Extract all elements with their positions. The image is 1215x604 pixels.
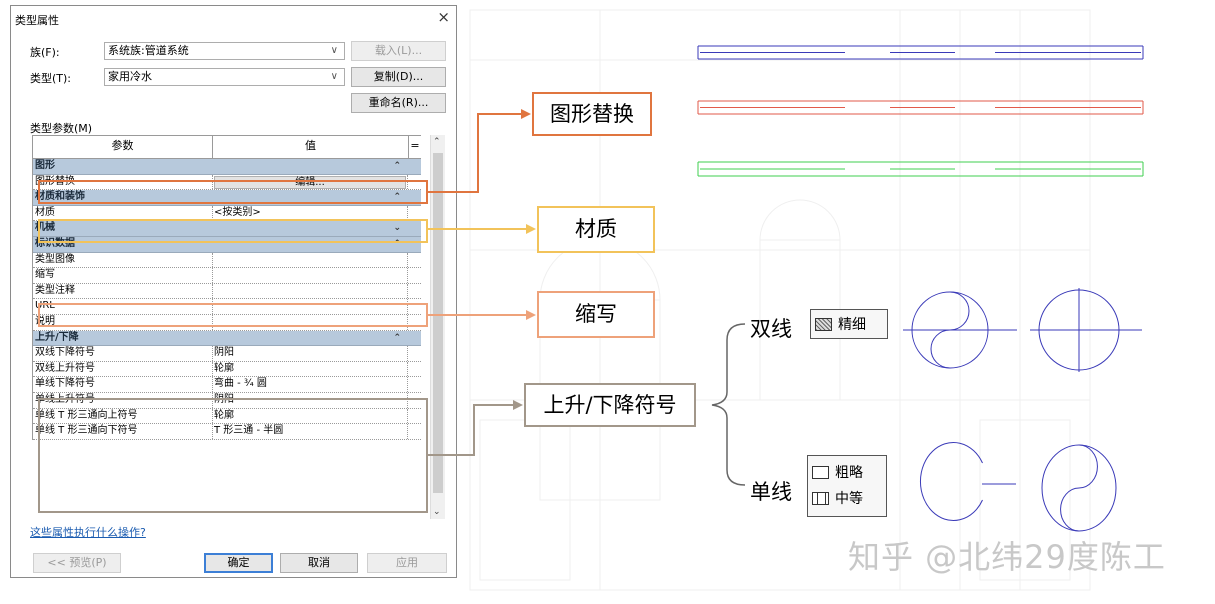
param-name: 类型图像 bbox=[35, 253, 75, 265]
type-select[interactable]: 家用冷水 ∨ bbox=[104, 68, 345, 86]
group-label: 材质和装饰 bbox=[35, 191, 85, 203]
medium-label: 中等 bbox=[835, 491, 863, 507]
row-type-image[interactable]: 类型图像 bbox=[33, 252, 421, 269]
param-name: 单线上升符号 bbox=[35, 393, 95, 405]
param-value[interactable]: 阴阳 bbox=[214, 347, 234, 359]
row-graphic-override[interactable]: 图形替换 编辑... bbox=[33, 174, 421, 191]
apply-button[interactable]: 应用 bbox=[367, 553, 447, 573]
param-value[interactable]: 轮廓 bbox=[214, 409, 234, 421]
param-value[interactable]: 阴阳 bbox=[214, 393, 234, 405]
callout-material: 材质 bbox=[537, 206, 655, 253]
fine-label: 精细 bbox=[838, 317, 866, 333]
chevron-down-icon: ∨ bbox=[330, 71, 338, 82]
group-material[interactable]: 材质和装饰 ⌃ bbox=[33, 190, 421, 206]
param-column-header: 参数 bbox=[33, 136, 213, 158]
dialog-title: 类型属性 bbox=[15, 14, 59, 27]
help-link[interactable]: 这些属性执行什么操作? bbox=[30, 526, 146, 539]
row-dl-drop[interactable]: 双线下降符号 阴阳 bbox=[33, 346, 421, 362]
param-name: 单线下降符号 bbox=[35, 378, 95, 390]
scroll-up-icon[interactable]: ⌃ bbox=[433, 137, 441, 147]
group-label: 标识数据 bbox=[35, 237, 75, 249]
ok-button[interactable]: 确定 bbox=[204, 553, 273, 573]
group-label: 上升/下降 bbox=[35, 331, 79, 343]
coarse-label: 粗略 bbox=[835, 465, 863, 481]
param-name: 双线下降符号 bbox=[35, 347, 95, 359]
duplicate-button[interactable]: 复制(D)... bbox=[351, 67, 446, 87]
param-value[interactable]: 轮廓 bbox=[214, 362, 234, 374]
row-description[interactable]: 说明 bbox=[33, 314, 421, 331]
expand-icon[interactable]: ⌄ bbox=[393, 223, 401, 234]
param-value[interactable]: 弯曲 - ¾ 圆 bbox=[214, 378, 267, 390]
row-sl-tee-drop[interactable]: 单线 T 形三通向下符号 T 形三通 - 半圆 bbox=[33, 424, 421, 440]
row-type-comments[interactable]: 类型注释 bbox=[33, 283, 421, 300]
family-label: 族(F): bbox=[30, 46, 60, 59]
row-url[interactable]: URL bbox=[33, 299, 421, 315]
watermark: 知乎 @北纬29度陈工 bbox=[848, 538, 1166, 576]
param-name: 缩写 bbox=[35, 269, 55, 281]
group-identity[interactable]: 标识数据 ⌃ bbox=[33, 236, 421, 253]
group-rise-drop[interactable]: 上升/下降 ⌃ bbox=[33, 330, 421, 347]
detail-swatch-box: 粗略 中等 bbox=[807, 455, 887, 517]
param-name: URL bbox=[35, 300, 55, 312]
param-value[interactable]: <按类别> bbox=[214, 206, 261, 218]
collapse-icon[interactable]: ⌃ bbox=[393, 332, 401, 343]
param-value[interactable]: T 形三通 - 半圆 bbox=[214, 425, 284, 437]
row-sl-drop[interactable]: 单线下降符号 弯曲 - ¾ 圆 bbox=[33, 377, 421, 393]
family-select[interactable]: 系统族:管道系统 ∨ bbox=[104, 42, 345, 60]
cancel-button[interactable]: 取消 bbox=[280, 553, 358, 573]
callout-rise-drop: 上升/下降符号 bbox=[524, 383, 696, 427]
group-label: 机械 bbox=[35, 222, 55, 234]
callout-graphic-override: 图形替换 bbox=[532, 92, 652, 136]
param-name: 图形替换 bbox=[35, 175, 75, 187]
coarse-swatch-icon bbox=[812, 465, 829, 479]
param-name: 双线上升符号 bbox=[35, 362, 95, 374]
fine-swatch-icon bbox=[815, 317, 832, 331]
rename-button[interactable]: 重命名(R)... bbox=[351, 93, 446, 113]
collapse-icon[interactable]: ⌃ bbox=[393, 238, 401, 249]
load-button[interactable]: 载入(L)... bbox=[351, 41, 446, 61]
row-material[interactable]: 材质 <按类别> bbox=[33, 205, 421, 222]
preview-button[interactable]: << 预览(P) bbox=[33, 553, 121, 573]
scroll-thumb[interactable] bbox=[433, 153, 443, 493]
type-label: 类型(T): bbox=[30, 72, 72, 85]
group-mechanical[interactable]: 机械 ⌄ bbox=[33, 221, 421, 237]
param-name: 单线 T 形三通向上符号 bbox=[35, 409, 138, 421]
dialog-titlebar: 类型属性 × bbox=[11, 6, 456, 30]
param-name: 材质 bbox=[35, 206, 55, 218]
type-properties-dialog: 类型属性 × 族(F): 系统族:管道系统 ∨ 载入(L)... 类型(T): … bbox=[10, 5, 457, 578]
param-name: 说明 bbox=[35, 315, 55, 327]
param-name: 单线 T 形三通向下符号 bbox=[35, 425, 138, 437]
family-value: 系统族:管道系统 bbox=[108, 44, 189, 57]
edit-button[interactable]: 编辑... bbox=[214, 175, 406, 189]
row-sl-tee-rise[interactable]: 单线 T 形三通向上符号 轮廓 bbox=[33, 408, 421, 425]
close-icon[interactable]: × bbox=[437, 8, 450, 26]
formula-column-header: = bbox=[410, 139, 420, 152]
type-value: 家用冷水 bbox=[108, 70, 152, 83]
group-label: 图形 bbox=[35, 160, 55, 171]
scroll-down-icon[interactable]: ⌄ bbox=[433, 507, 441, 517]
chevron-down-icon: ∨ bbox=[330, 45, 338, 56]
param-name: 类型注释 bbox=[35, 284, 75, 296]
row-dl-rise[interactable]: 双线上升符号 轮廓 bbox=[33, 361, 421, 378]
callout-abbreviation: 缩写 bbox=[537, 291, 655, 338]
single-line-label: 单线 bbox=[750, 480, 792, 504]
collapse-icon[interactable]: ⌃ bbox=[393, 161, 401, 171]
grid-scrollbar[interactable]: ⌃ ⌄ bbox=[430, 135, 445, 519]
type-params-label: 类型参数(M) bbox=[30, 122, 93, 135]
collapse-icon[interactable]: ⌃ bbox=[393, 192, 401, 203]
fine-swatch-box: 精细 bbox=[810, 309, 888, 339]
row-sl-rise[interactable]: 单线上升符号 阴阳 bbox=[33, 392, 421, 409]
double-line-label: 双线 bbox=[750, 317, 792, 341]
value-column-header: 值 bbox=[213, 136, 409, 158]
medium-swatch-icon bbox=[812, 491, 829, 505]
grid-header: 参数 值 = bbox=[33, 135, 421, 159]
params-grid: 参数 值 = 图形 ⌃ 图形替换 编辑... 材质和装饰 ⌃ 材质 <按类别> … bbox=[32, 135, 421, 440]
group-graphics[interactable]: 图形 ⌃ bbox=[33, 159, 421, 175]
row-abbreviation[interactable]: 缩写 bbox=[33, 268, 421, 284]
